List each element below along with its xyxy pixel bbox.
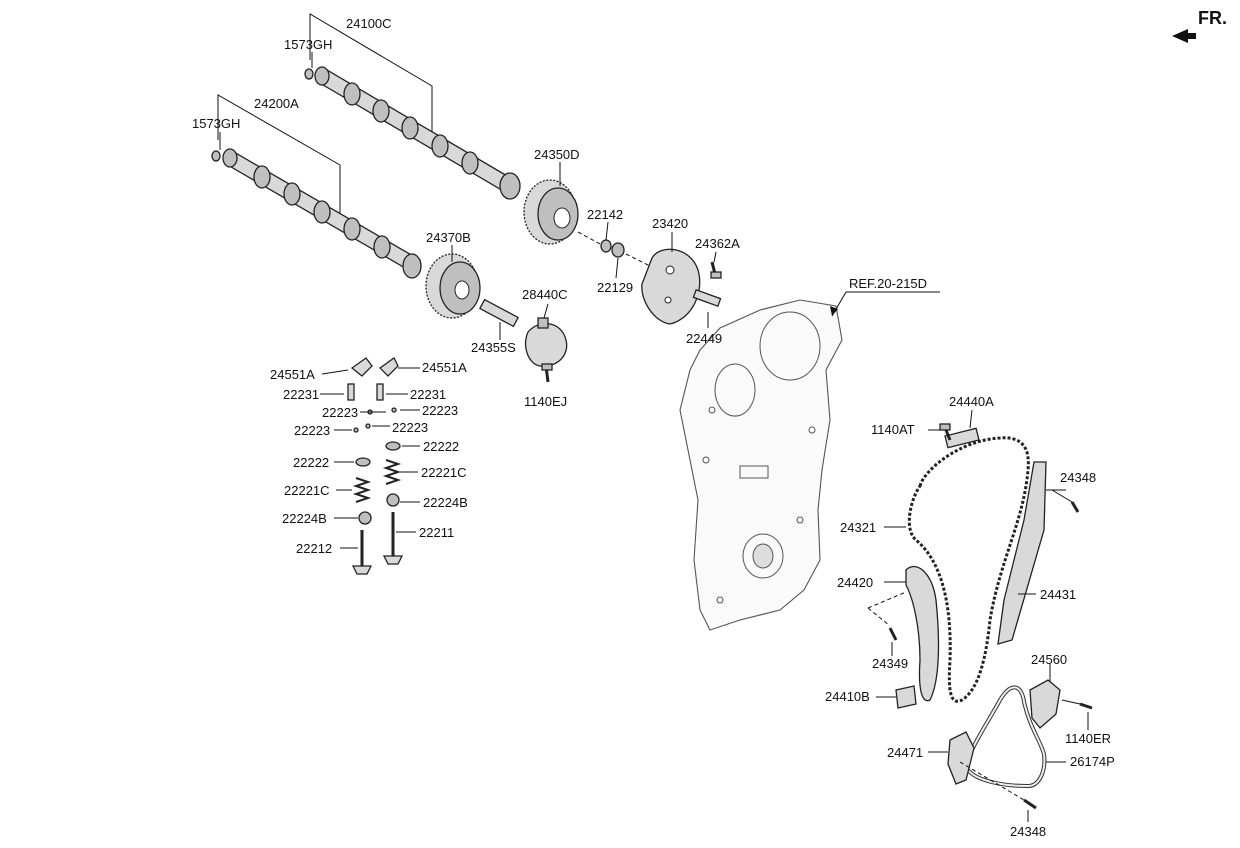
- label-24431: 24431: [1040, 587, 1077, 602]
- bolt-24362A: [710, 251, 722, 279]
- label-1140ER: 1140ER: [1065, 731, 1112, 746]
- label-1573GH-lower: 1573GH: [192, 116, 241, 131]
- label-22224B-left: 22224B: [282, 511, 327, 526]
- front-direction-label: FR.: [1198, 8, 1227, 28]
- camshaft-24100C: [304, 66, 521, 200]
- label-24420: 24420: [837, 575, 874, 590]
- label-24560: 24560: [1031, 652, 1068, 667]
- label-22142: 22142: [587, 207, 624, 222]
- front-direction-arrow-icon: [1172, 29, 1196, 43]
- label-24551A-left: 24551A: [270, 367, 315, 382]
- timing-chain-set: [867, 409, 1080, 709]
- label-1140AT: 1140AT: [871, 422, 915, 437]
- cover-plate-23420: [641, 232, 701, 325]
- label-22223-3: 22223: [294, 423, 331, 438]
- label-24100C: 24100C: [346, 16, 392, 31]
- label-24355S: 24355S: [471, 340, 516, 355]
- label-1140EJ: 1140EJ: [524, 394, 568, 409]
- label-22221C-right: 22221C: [421, 465, 467, 480]
- bolt-1140EJ: [541, 363, 553, 383]
- label-24350D: 24350D: [534, 147, 580, 162]
- label-24410B: 24410B: [825, 689, 870, 704]
- label-22223-4: 22223: [392, 420, 429, 435]
- bolt-22449: [692, 288, 722, 328]
- label-22221C-left: 22221C: [284, 483, 330, 498]
- label-24551A-right: 24551A: [422, 360, 467, 375]
- timing-cover-ref: [679, 291, 940, 631]
- seal-22129: [611, 242, 651, 279]
- label-24440A: 24440A: [949, 394, 994, 409]
- label-1573GH-upper: 1573GH: [284, 37, 333, 52]
- camshaft-24200A: [211, 148, 422, 279]
- label-22212: 22212: [296, 541, 333, 556]
- label-24348-lower: 24348: [1010, 824, 1047, 839]
- label-22223-2: 22223: [422, 403, 459, 418]
- cvvt-sprocket-24350D: [523, 162, 579, 245]
- label-22129: 22129: [597, 280, 634, 295]
- label-22231-right: 22231: [410, 387, 447, 402]
- label-24349: 24349: [872, 656, 909, 671]
- label-23420: 23420: [652, 216, 689, 231]
- label-22222-left: 22222: [293, 455, 330, 470]
- label-24200A: 24200A: [254, 96, 299, 111]
- label-24362A: 24362A: [695, 236, 740, 251]
- label-22224B-right: 22224B: [423, 495, 468, 510]
- label-28440C: 28440C: [522, 287, 568, 302]
- cvvt-sprocket-24370B: [425, 245, 481, 319]
- bolt-24355S: [478, 298, 520, 340]
- label-22223-1: 22223: [322, 405, 359, 420]
- label-22222-right: 22222: [423, 439, 460, 454]
- label-22211: 22211: [419, 525, 455, 540]
- oil-control-valve-28440C: [525, 303, 568, 367]
- label-26174P: 26174P: [1070, 754, 1115, 769]
- label-24348-upper: 24348: [1060, 470, 1097, 485]
- camshaft-assembly-brackets: [217, 13, 433, 220]
- label-24471: 24471: [887, 745, 924, 760]
- label-22449: 22449: [686, 331, 723, 346]
- label-22231-left: 22231: [283, 387, 320, 402]
- oil-pump-chain-set: [928, 664, 1093, 822]
- label-24321: 24321: [840, 520, 877, 535]
- seal-22142: [577, 221, 612, 253]
- label-24370B: 24370B: [426, 230, 471, 245]
- label-REF-20-215D: REF.20-215D: [849, 276, 928, 291]
- valve-train-parts: [320, 357, 420, 575]
